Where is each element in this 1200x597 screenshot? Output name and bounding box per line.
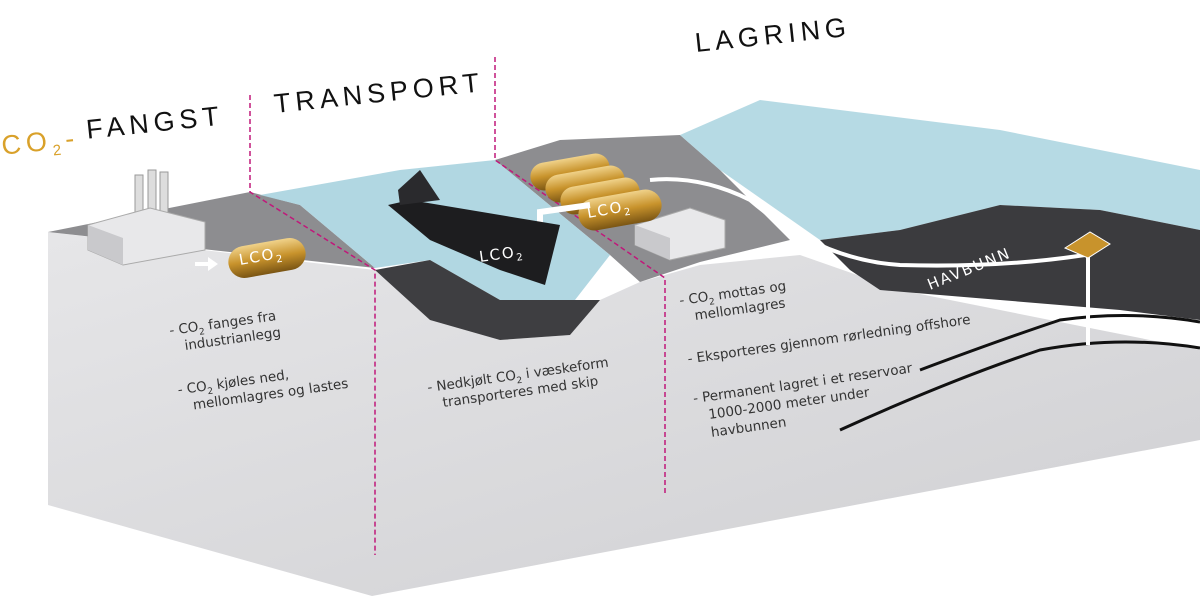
lco2-tank — [228, 238, 306, 278]
factory-icon — [87, 169, 206, 266]
reservoir-layer — [919, 313, 1200, 372]
ship-label: LCO2 — [478, 242, 526, 269]
arrow-icon — [195, 257, 218, 271]
divider-transport-storage — [494, 57, 666, 495]
divider-capture-transport — [249, 95, 376, 555]
title-co2: CO2- — [0, 123, 81, 165]
seabed-transport — [375, 260, 600, 340]
ship-icon — [388, 170, 560, 285]
title-transport: TRANSPORT — [272, 67, 485, 119]
title-storage: LAGRING — [693, 12, 852, 58]
pipeline — [649, 177, 1086, 268]
title-capture: FANGST — [85, 101, 225, 145]
block-front-face — [48, 232, 1200, 596]
reservoir-layer — [839, 340, 1200, 432]
open-sea — [680, 100, 1200, 240]
storage-building-icon — [634, 207, 726, 261]
subsea-template-icon — [1063, 231, 1111, 259]
